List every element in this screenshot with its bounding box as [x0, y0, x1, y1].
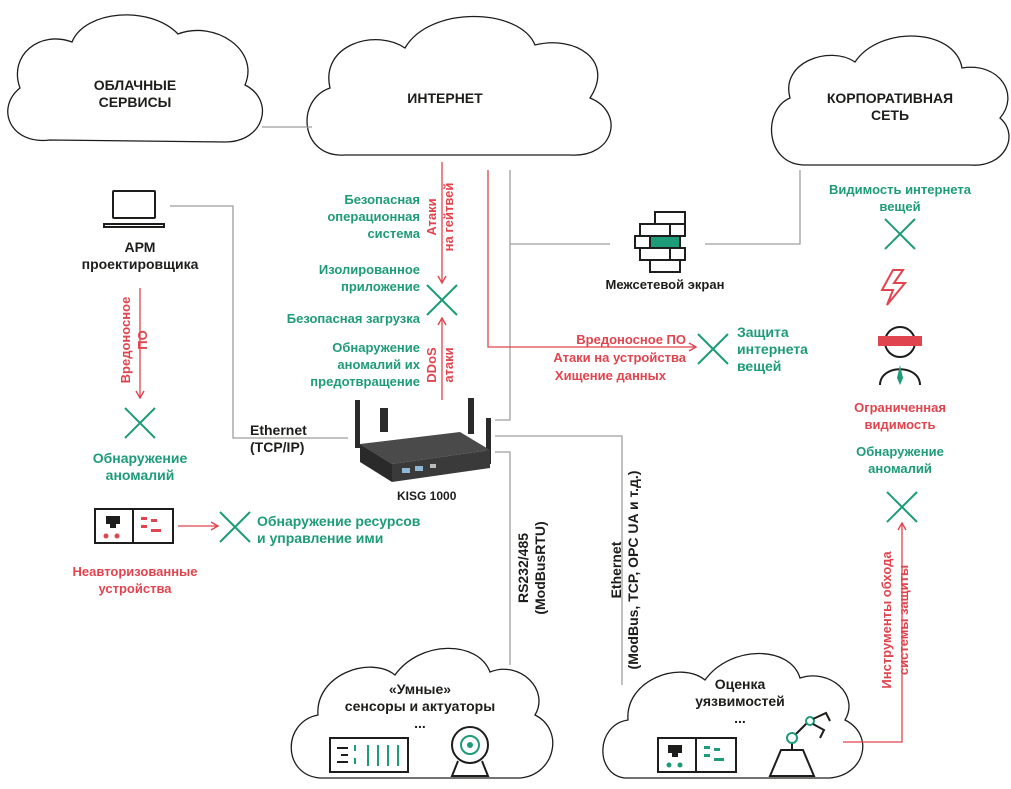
link-gateway-rs485 — [495, 451, 511, 665]
asset-management-cross-icon — [219, 511, 251, 543]
anomaly-detection-cross-icon — [124, 407, 156, 439]
cloud-services-label: ОБЛАЧНЫЕ СЕРВИСЫ — [93, 77, 177, 110]
bypass-tools-label: Инструменты обхода системы защиты — [879, 551, 911, 689]
secure-boot-cross-icon — [426, 284, 458, 316]
secure-boot-label: Безопасная загрузка — [286, 311, 420, 326]
unauthorized-devices-label: Неавторизованные устройства — [72, 564, 198, 596]
workstation-malware-label: Вредоносное ПО — [118, 296, 150, 384]
smart-sensors-label: «Умные» сенсоры и актуаторы ... — [344, 681, 496, 731]
sensor-module-icon — [329, 737, 409, 773]
iot-protection-label: Защита интернета вещей — [737, 324, 808, 374]
gateway-attacks-label: Атаки на гейтвей — [424, 182, 456, 252]
data-theft-threat-label: Хищение данных — [554, 368, 666, 383]
device-attacks-threat-label: Атаки на устройства — [553, 350, 686, 365]
corporate-network-cloud — [770, 35, 1010, 166]
iot-protection-cross-icon — [697, 333, 729, 365]
asset-management-label: Обнаружение ресурсов и управление ими — [257, 513, 421, 546]
firewall-label: Межсетевой экран — [605, 277, 725, 292]
malware-threat-label: Вредоносное ПО — [576, 332, 686, 347]
lightning-icon — [880, 269, 908, 306]
laptop-icon — [103, 190, 165, 228]
internet-cloud — [306, 15, 612, 156]
iot-visibility-cross-icon — [884, 218, 916, 250]
network-device-icon — [657, 737, 737, 773]
masked-person-icon — [878, 326, 922, 386]
bypass-tools-arrow — [843, 521, 907, 743]
corporate-network-label: КОРПОРАТИВНАЯ СЕТЬ — [826, 90, 954, 123]
vulnerability-assessment-label: Оценка уязвимостей ... — [695, 676, 785, 726]
isolated-app-label: Изолированное приложение — [318, 262, 420, 294]
link-workstation-gateway — [170, 205, 348, 439]
kisg-1000-device-image — [355, 398, 491, 482]
anomaly-prevention-label: Обнаружение аномалий их предотвращение — [310, 340, 420, 389]
iot-visibility-label: Видимость интернета вещей — [829, 182, 971, 214]
ethernet-modbus-link-label: Ethernet (ModBus, TCP, OPC UA и т.д.) — [608, 470, 641, 670]
internet-label: ИНТЕРНЕТ — [407, 90, 483, 106]
link-gateway-ethernet-bus — [495, 435, 623, 685]
link-internet-gateway — [495, 170, 511, 421]
firewall-icon — [634, 211, 686, 273]
left-anomaly-detection-label: Обнаружение аномалий — [92, 450, 188, 483]
ddos-attacks-label: DDoS атаки — [424, 347, 456, 383]
limited-visibility-label: Ограниченная видимость — [854, 400, 946, 432]
link-firewall-corporate — [705, 170, 801, 245]
rs485-link-label: RS232/485 (ModBusRTU) — [515, 521, 548, 615]
robot-arm-icon — [768, 711, 831, 777]
threats-arrow — [487, 170, 698, 352]
right-anomaly-detection-label: Обнаружение аномалий — [856, 444, 944, 476]
cloud-services-cloud — [7, 14, 263, 143]
right-anomaly-cross-icon — [886, 491, 918, 523]
unauthorized-device-icon — [94, 508, 174, 544]
device-model-label: KISG 1000 — [397, 489, 457, 503]
workstation-label: АРМ проектировщика — [81, 239, 199, 272]
webcam-icon — [450, 726, 490, 777]
ethernet-tcpip-label: Ethernet (TCP/IP) — [250, 422, 307, 455]
secure-os-label: Безопасная операционная система — [327, 192, 420, 241]
